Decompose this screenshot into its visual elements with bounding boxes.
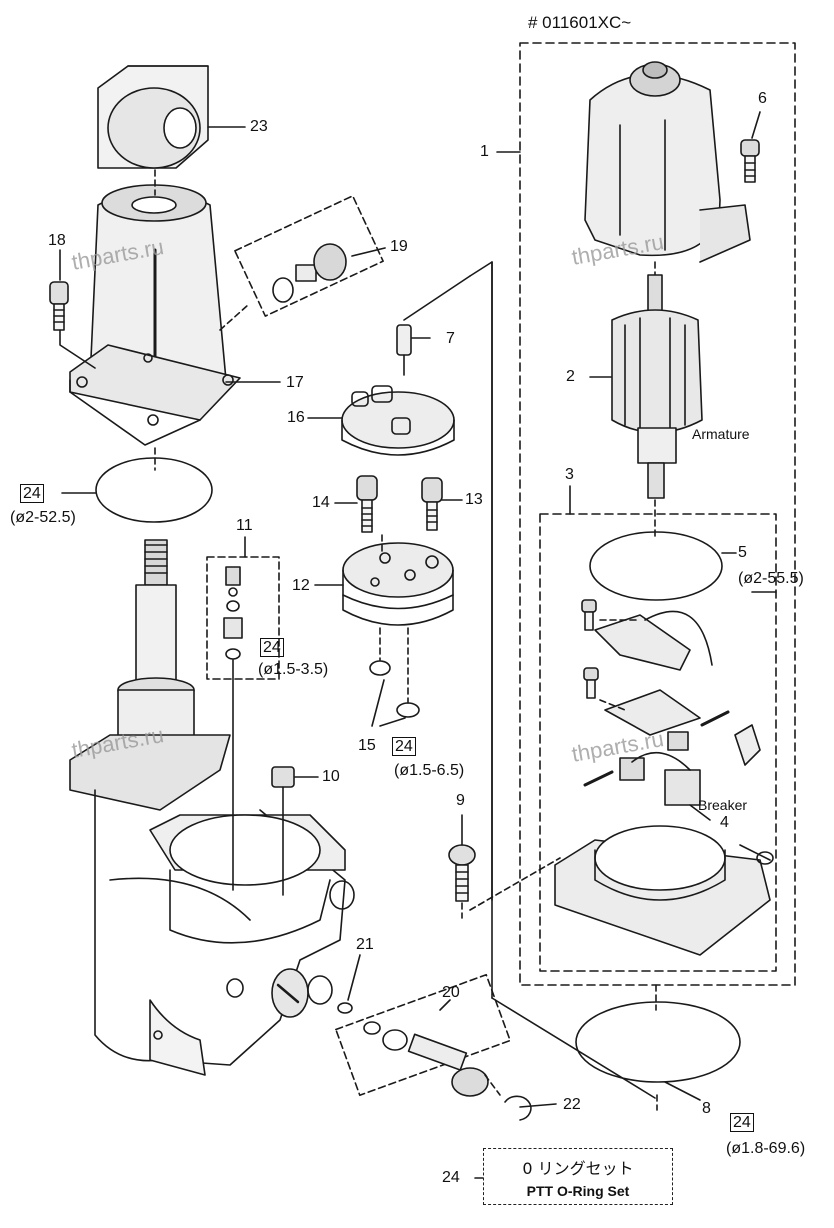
callout-7: 7 bbox=[446, 330, 455, 347]
callout-4: 4 bbox=[720, 814, 729, 831]
brush-holder-parts bbox=[581, 599, 761, 806]
pump-body bbox=[69, 734, 355, 1076]
oring-size-label: (ø2-55.5) bbox=[738, 570, 804, 587]
part-11-valves bbox=[223, 566, 243, 660]
part-19-valve bbox=[272, 243, 347, 303]
legend-japanese-text: 0 リングセット bbox=[522, 1159, 634, 1178]
callout-15: 15 bbox=[358, 737, 376, 754]
oring-ref-box: 24 bbox=[730, 1113, 754, 1132]
oring-size-label: (ø1.5-3.5) bbox=[258, 661, 329, 678]
callout-3: 3 bbox=[565, 466, 574, 483]
oring-size-label: (ø1.8-69.6) bbox=[726, 1140, 806, 1157]
callout-18: 18 bbox=[48, 232, 66, 249]
oring-ref-box: 24 bbox=[260, 638, 284, 657]
callout-14: 14 bbox=[312, 494, 330, 511]
oring-size-label: (ø2-52.5) bbox=[10, 509, 76, 526]
motor-assembly-frame bbox=[519, 42, 796, 986]
armature-label: Armature bbox=[692, 426, 750, 442]
part-12-gear-pump bbox=[342, 542, 454, 626]
callout-10: 10 bbox=[322, 768, 340, 785]
part-20-valve bbox=[363, 1021, 489, 1097]
oring-ref-box: 24 bbox=[392, 737, 416, 756]
callout-8: 8 bbox=[702, 1100, 711, 1117]
callout-6: 6 bbox=[758, 90, 767, 107]
part-21-oring bbox=[337, 1002, 353, 1014]
callout-9: 9 bbox=[456, 792, 465, 809]
callout-5: 5 bbox=[738, 544, 747, 561]
callout-22: 22 bbox=[563, 1096, 581, 1113]
part-7-pin bbox=[396, 324, 412, 376]
oring-ref-box: 24 bbox=[20, 484, 44, 503]
part-18-bolt bbox=[49, 281, 69, 331]
breaker-label: Breaker bbox=[698, 797, 748, 813]
part-17-reservoir bbox=[69, 184, 241, 446]
part-2-armature bbox=[611, 274, 703, 499]
callout-16: 16 bbox=[287, 409, 305, 426]
callout-23: 23 bbox=[250, 118, 268, 135]
callout-11: 11 bbox=[236, 517, 253, 534]
piston-rod bbox=[117, 539, 195, 751]
part-10-plug bbox=[271, 766, 295, 896]
callout-19: 19 bbox=[390, 238, 408, 255]
oring-set-legend: 0 リングセット PTT O-Ring Set bbox=[483, 1148, 673, 1205]
part-5-oring bbox=[589, 531, 723, 601]
part-22-clip bbox=[504, 1095, 532, 1121]
part-8-oring bbox=[575, 1001, 741, 1083]
callout-20: 20 bbox=[442, 984, 460, 1001]
brush-holder-frame bbox=[539, 513, 777, 972]
legend-english-text: PTT O-Ring Set bbox=[526, 1183, 630, 1199]
callout-12: 12 bbox=[292, 577, 310, 594]
callout-1: 1 bbox=[480, 143, 489, 160]
callout-13: 13 bbox=[465, 491, 483, 508]
motor-base bbox=[554, 825, 774, 956]
part-23-cap bbox=[97, 65, 209, 169]
legend-number: 24 bbox=[442, 1169, 460, 1186]
oring-52-5 bbox=[95, 457, 213, 523]
part-14-bolt bbox=[356, 475, 378, 533]
callout-21: 21 bbox=[356, 936, 374, 953]
part-6-screw bbox=[740, 139, 760, 183]
serial-range-label: # 011601XC~ bbox=[528, 13, 632, 32]
oring-size-label: (ø1.5-6.5) bbox=[394, 762, 465, 779]
part-9-bolt bbox=[448, 844, 476, 902]
part-16-pump-cover bbox=[341, 385, 455, 456]
motor-housing bbox=[584, 61, 751, 263]
callout-2: 2 bbox=[566, 368, 575, 385]
part-13-bolt bbox=[421, 477, 443, 531]
callout-17: 17 bbox=[286, 374, 304, 391]
